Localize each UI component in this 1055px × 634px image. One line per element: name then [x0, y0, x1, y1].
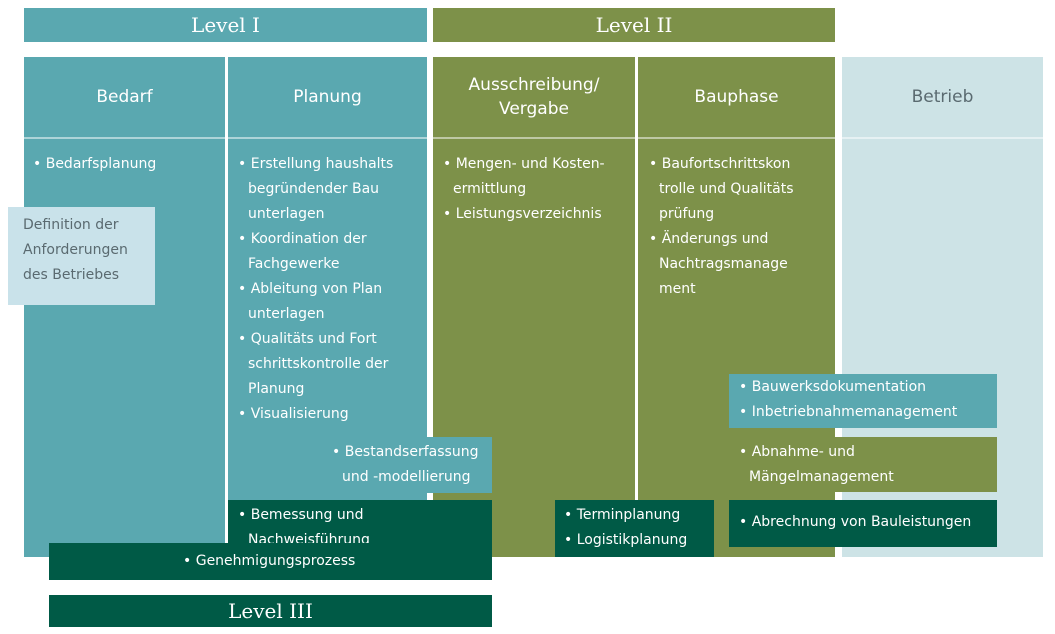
level-3-label: Level III — [228, 599, 313, 623]
bedarf-column — [24, 57, 225, 557]
termin-list: Terminplanung Logistikplanung — [564, 503, 709, 553]
planung-title: Planung — [293, 87, 362, 107]
abnahme-list: Abnahme- und Mängelmanagement — [739, 440, 994, 490]
planung-item: Visualisierung — [238, 402, 423, 427]
ausschreibung-header: Ausschreibung/ Vergabe — [433, 57, 635, 137]
genehmigung-list: Genehmigungsprozess — [183, 549, 483, 574]
bedarf-title: Bedarf — [96, 87, 153, 107]
planung-item: Ableitung von Plan unterlagen — [238, 277, 423, 327]
bestand-box: Bestandserfassung und -modellierung — [320, 437, 492, 493]
level-1-label: Level I — [191, 13, 260, 37]
level-2-banner: Level II — [433, 8, 835, 42]
planung-item: Koordination der Fachgewerke — [238, 227, 423, 277]
abrechnung-item: Abrechnung von Bauleistungen — [739, 510, 994, 535]
genehmigung-item: Genehmigungsprozess — [183, 549, 483, 574]
bauphase-item: Änderungs und Nachtragsmanage ment — [649, 227, 829, 302]
genehmigung-box: Genehmigungsprozess — [49, 543, 492, 580]
bedarf-item: Bedarfsplanung — [33, 152, 218, 177]
bauphase-item: Baufortschrittskon trolle und Qualitäts … — [649, 152, 829, 227]
abrechnung-list: Abrechnung von Bauleistungen — [739, 510, 994, 535]
ausschreibung-item: Mengen- und Kosten- ermittlung — [443, 152, 628, 202]
level-3-banner: Level III — [49, 595, 492, 627]
ausschreibung-item: Leistungsverzeichnis — [443, 202, 628, 227]
bedarf-header: Bedarf — [24, 57, 225, 137]
planung-header: Planung — [228, 57, 427, 137]
termin-box: Terminplanung Logistikplanung — [555, 500, 714, 557]
bedarf-list: Bedarfsplanung — [33, 152, 218, 177]
planung-item: Qualitäts und Fort schrittskontrolle der… — [238, 327, 423, 402]
ausschreibung-list: Mengen- und Kosten- ermittlung Leistungs… — [443, 152, 628, 227]
bestand-list: Bestandserfassung und -modellierung — [332, 440, 492, 490]
planung-item: Erstellung haushalts begründender Bau un… — [238, 152, 423, 227]
termin-item: Logistikplanung — [564, 528, 709, 553]
planung-list: Erstellung haushalts begründender Bau un… — [238, 152, 423, 427]
ausschreibung-title: Ausschreibung/ Vergabe — [468, 75, 600, 119]
bauphase-header: Bauphase — [638, 57, 835, 137]
bauwerk-item: Bauwerksdokumentation — [739, 375, 994, 400]
definition-text: Definition der Anforderungen des Betrieb… — [23, 217, 128, 283]
abnahme-item: Abnahme- und Mängelmanagement — [739, 440, 994, 490]
level-1-banner: Level I — [24, 8, 427, 42]
definition-note: Definition der Anforderungen des Betrieb… — [8, 207, 155, 305]
level-2-label: Level II — [595, 13, 673, 37]
bauwerk-list: Bauwerksdokumentation Inbetriebnahmemana… — [739, 375, 994, 425]
abnahme-box: Abnahme- und Mängelmanagement — [729, 437, 997, 492]
termin-item: Terminplanung — [564, 503, 709, 528]
bestand-item: Bestandserfassung und -modellierung — [332, 440, 492, 490]
header-divider — [24, 137, 1043, 139]
bauphase-list: Baufortschrittskon trolle und Qualitäts … — [649, 152, 829, 302]
bauwerk-item: Inbetriebnahmemanagement — [739, 400, 994, 425]
betrieb-header: Betrieb — [842, 57, 1043, 137]
betrieb-title: Betrieb — [911, 87, 974, 107]
bauphase-title: Bauphase — [694, 87, 779, 107]
bauwerk-box: Bauwerksdokumentation Inbetriebnahmemana… — [729, 374, 997, 428]
abrechnung-box: Abrechnung von Bauleistungen — [729, 500, 997, 547]
